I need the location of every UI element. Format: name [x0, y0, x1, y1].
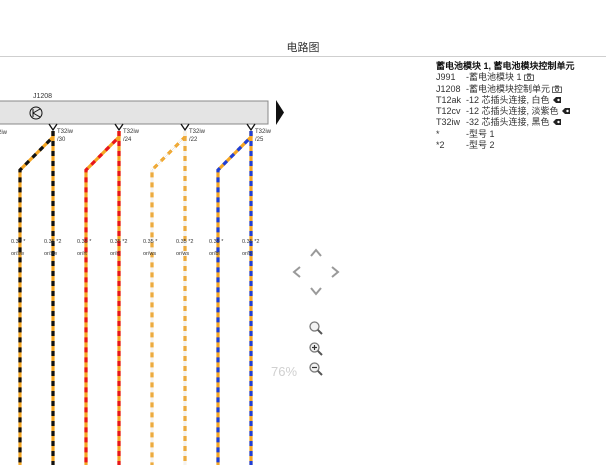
legend-desc: -32 芯插头连接, 黑色: [466, 117, 550, 128]
legend-desc: -蓄电池模块控制单元: [466, 83, 550, 94]
connector-label: T32iw: [123, 129, 140, 135]
legend-item: * -型号 1: [436, 129, 575, 140]
connector-pin-icon: [180, 123, 190, 132]
wire-size-label: 0.35 *2: [110, 239, 127, 245]
zoom-out-icon[interactable]: [308, 361, 324, 377]
legend-desc: -蓄电池模块 1: [466, 72, 522, 83]
wire-size-label: 0.35 *: [209, 239, 224, 245]
wire[interactable]: [150, 131, 187, 465]
zoom-level-indicator: 76%: [271, 364, 298, 379]
legend-code: *: [436, 128, 440, 139]
wire-color-label: or/bl: [209, 251, 220, 257]
legend-desc: -12 芯插头连接, 淡紫色: [466, 106, 559, 117]
connector-pin-number: /24: [123, 137, 132, 143]
connector-pin-icon: [48, 123, 58, 132]
wire-size-label: 0.35 *2: [176, 239, 193, 245]
connector-pin-icon: [114, 123, 124, 132]
legend-item: J1208 -蓄电池模块控制单元: [436, 84, 575, 95]
wire-color-label: or/sw: [44, 251, 57, 257]
connector-icon[interactable]: [552, 96, 562, 104]
component-code: J1208: [33, 93, 52, 100]
legend-code: T12cv: [436, 106, 461, 117]
wire-size-label: 0.35 *: [77, 239, 92, 245]
legend-code: J1208: [436, 83, 461, 94]
component-bar: [0, 100, 269, 125]
connector-label: T32iw: [255, 129, 272, 135]
legend-code: *2: [436, 140, 445, 151]
pan-up-icon[interactable]: [309, 246, 323, 260]
wire-color-label: or/rt: [110, 251, 120, 257]
connector-pin-icon: [246, 123, 256, 132]
connector-pin-number: /22: [189, 137, 198, 143]
legend-desc: -12 芯插头连接, 白色: [466, 94, 550, 105]
wire-color-label: or/bl: [242, 251, 253, 257]
legend-desc: -型号 2: [466, 140, 495, 151]
wire-size-label: 0.35 *: [143, 239, 158, 245]
pan-left-icon[interactable]: [290, 265, 304, 279]
legend-title: 蓄电池模块 1, 蓄电池模块控制单元: [436, 61, 575, 71]
pan-right-icon[interactable]: [328, 265, 342, 279]
wire-color-label: or/sw: [11, 251, 24, 257]
page-title: 电路图: [286, 42, 320, 54]
legend-item: J991 -蓄电池模块 1: [436, 72, 575, 83]
zoom-in-icon[interactable]: [308, 341, 324, 357]
wire-size-label: 0.35 *2: [242, 239, 259, 245]
zoom-reset-icon[interactable]: [308, 320, 324, 336]
wire-size-label: 0.35 *: [11, 239, 26, 245]
connector-pin-number: /25: [255, 137, 264, 143]
legend-code: T32iw: [436, 117, 461, 128]
legend-item: *2 -型号 2: [436, 140, 575, 151]
wire-size-label: 0.35 *2: [44, 239, 61, 245]
transistor-symbol-icon: [29, 106, 43, 120]
legend-desc: -型号 1: [466, 128, 495, 139]
left-edge-label: 2iw: [0, 130, 8, 136]
legend-item: T12ak -12 芯插头连接, 白色: [436, 95, 575, 106]
connector-icon[interactable]: [561, 107, 571, 115]
legend-item: T12cv -12 芯插头连接, 淡紫色: [436, 106, 575, 117]
wire[interactable]: [18, 131, 55, 465]
wire-color-label: or/ws: [176, 251, 189, 257]
legend-code: J991: [436, 72, 456, 83]
legend-panel: 蓄电池模块 1, 蓄电池模块控制单元 J991 -蓄电池模块 1 J1208 -蓄电池…: [436, 61, 575, 151]
wire[interactable]: [216, 131, 253, 465]
legend-item: T32iw -32 芯插头连接, 黑色: [436, 117, 575, 128]
wire-color-label: or/ws: [143, 251, 156, 257]
pan-down-icon[interactable]: [309, 284, 323, 298]
bar-arrow-right-icon: [276, 100, 284, 125]
connector-icon[interactable]: [552, 118, 562, 126]
legend-code: T12ak: [436, 94, 462, 105]
wire-color-label: or/rt: [77, 251, 87, 257]
wire[interactable]: [84, 131, 121, 465]
camera-icon[interactable]: [552, 85, 562, 93]
camera-icon[interactable]: [523, 73, 534, 82]
connector-label: T32iw: [189, 129, 206, 135]
header-divider: [0, 56, 606, 57]
connector-label: T32iw: [57, 129, 74, 135]
connector-pin-number: /30: [57, 137, 66, 143]
